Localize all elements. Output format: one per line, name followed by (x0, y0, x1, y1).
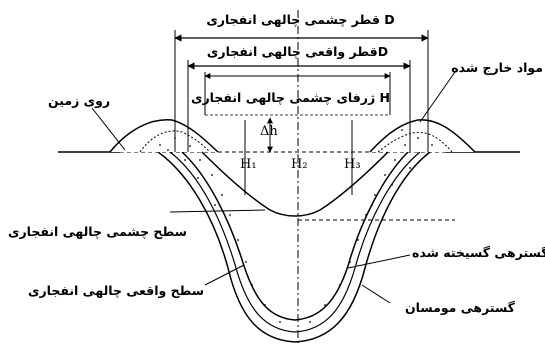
h2-symbol: H₂ (291, 157, 308, 172)
apparent-depth-label: H ژرفای چشمی چالهی انفجاری (191, 90, 390, 105)
apparent-diameter-label: D قطر چشمی چالهی انفجاری (206, 12, 395, 27)
leader-rupture (347, 254, 411, 269)
ejecta-left-inner (139, 130, 211, 153)
ejected-material-label: مواد خارج شده (451, 60, 543, 75)
leader-ejecta (419, 71, 456, 123)
apparent-crater-surface (201, 151, 389, 217)
rupture-zone-boundary (169, 151, 421, 333)
true-crater-surface-label: سطح واقعی چالهی انفجاری (28, 283, 205, 298)
ejecta-left (109, 119, 219, 153)
leader-true-surface (204, 264, 245, 286)
leader-ground (91, 107, 126, 151)
delta-h-symbol: Δh (260, 124, 278, 139)
true-crater-surface (181, 151, 409, 321)
plastic-zone-boundary (157, 151, 431, 343)
h1-symbol: H₁ (240, 157, 257, 172)
leader-plastic (361, 284, 391, 304)
ejecta-right (369, 119, 476, 153)
actual-diameter-label: Dقطر واقعی چالهی انفجاری (206, 44, 389, 59)
plastic-zone-label: گسترهی مومسان (405, 300, 515, 315)
leader-apparent-surface (169, 209, 266, 213)
apparent-crater-surface-label: سطح چشمی چالهی انفجاری (8, 224, 187, 239)
h3-symbol: H₃ (344, 157, 361, 172)
ground-surface-label: روی زمین (48, 93, 111, 108)
rupture-zone-label: گسترهی گسیخته شده (412, 245, 545, 260)
